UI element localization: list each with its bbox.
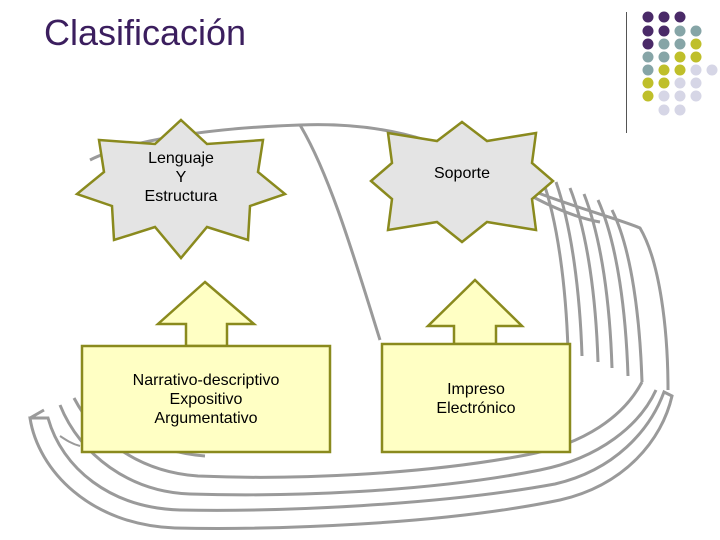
box-label-line: Argumentativo [154,410,258,427]
slide-title: Clasificación [44,12,247,53]
box-label-line: Expositivo [169,391,243,408]
book-illustration [28,123,674,530]
star-label-line: Y [175,169,187,186]
box-genres [80,344,332,454]
star-label-soporte: Soporte [412,164,512,183]
arrow-up-left [154,280,258,348]
star-label-lenguaje: Lenguaje Y Estructura [121,149,241,206]
decorative-dot-grid [642,11,718,116]
star-label-line: Soporte [433,165,491,182]
box-label-line: Impreso [447,381,505,398]
star-shape-lenguaje [74,118,288,260]
star-label-line: Lenguaje [148,150,214,167]
box-label-line: Narrativo-descriptivo [132,372,280,389]
box-label-support-types: Impreso Electrónico [384,380,568,418]
box-label-line: Electrónico [436,400,516,417]
box-support-types [380,342,572,454]
box-label-genres: Narrativo-descriptivo Expositivo Argumen… [84,371,328,428]
decorative-divider [626,12,627,133]
arrow-up-right [424,278,526,346]
star-shape-soporte [369,120,555,244]
star-label-line: Estructura [144,188,218,205]
